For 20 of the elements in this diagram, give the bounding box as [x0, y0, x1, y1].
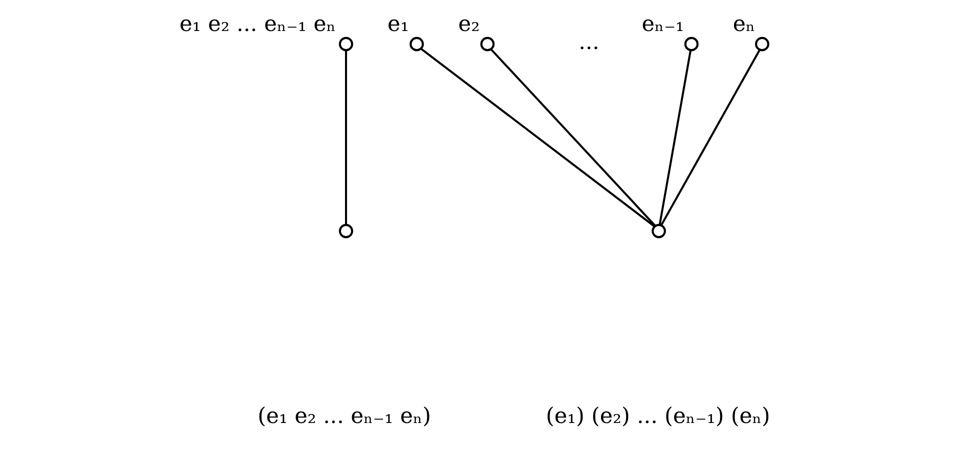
connector — [344, 50, 347, 225]
node-circle — [338, 224, 353, 238]
node-label: e₁ — [387, 12, 409, 37]
node-circle — [651, 224, 666, 238]
connector — [660, 50, 760, 226]
node-label: e₂ — [458, 12, 480, 37]
node-label: eₙ — [732, 12, 755, 37]
node-circle — [684, 36, 698, 52]
label: (e₁ e₂ ... eₙ₋₁ eₙ) — [257, 404, 430, 430]
label: ... — [578, 30, 599, 56]
node-label: e₁ e₂ ... eₙ₋₁ eₙ — [178, 12, 336, 37]
label: (e₁) (e₂) ... (eₙ₋₁) (eₙ) — [545, 404, 770, 430]
node-circle — [338, 36, 353, 52]
node-circle — [409, 36, 424, 52]
connector — [420, 48, 655, 228]
node-circle — [754, 36, 769, 52]
node-circle — [480, 36, 494, 52]
node-label: eₙ₋₁ — [641, 12, 684, 37]
connector — [658, 50, 692, 225]
connector — [490, 48, 656, 227]
